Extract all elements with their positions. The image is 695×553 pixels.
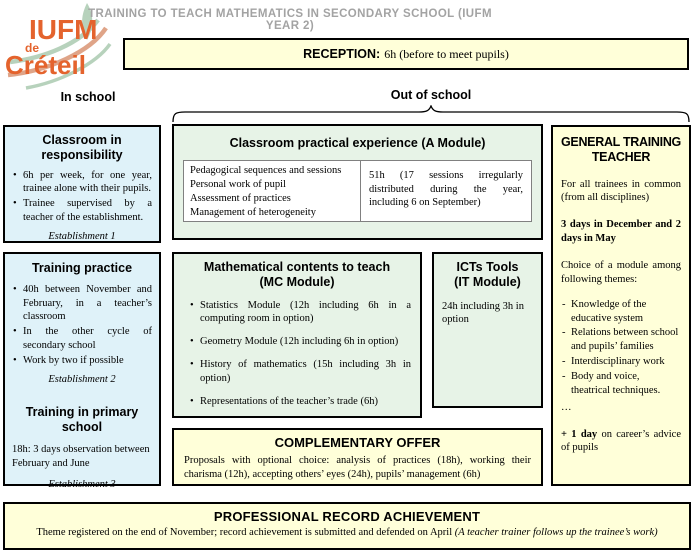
general-training-p3: Choice of a module among following theme… [561,259,681,285]
general-training-title-line1: GENERAL TRAINING [561,135,681,149]
general-training-box: GENERAL TRAINING TEACHER For all trainee… [551,125,691,486]
it-module-text: 24h including 3h in option [442,300,524,326]
a-module-topics-cell: Pedagogical sequences and sessions Perso… [184,160,361,221]
a-module-table: Pedagogical sequences and sessions Perso… [183,159,532,222]
reception-label: RECEPTION: [303,47,381,61]
mc-module-title-line1: Mathematical contents to teach [203,260,391,274]
list-item: 40h between November and February, in a … [12,283,152,325]
logo-text-iufm: IUFM [29,14,97,45]
training-practice-title: Training practice [31,261,133,275]
list-item: Representations of the teacher’s trade (… [183,395,411,409]
a-module-box: Classroom practical experience (A Module… [172,124,543,240]
a-module-topic: Pedagogical sequences and sessions [190,164,342,176]
logo-swoosh-green-upper [9,18,100,65]
professional-record-title: PROFESSIONAL RECORD ACHIEVEMENT [213,509,481,524]
a-module-title: Classroom practical experience (A Module… [229,136,486,150]
a-module-topic: Management of heterogeneity [190,207,316,219]
out-of-school-label: Out of school [390,88,472,102]
list-item: Work by two if possible [12,354,152,368]
mc-module-title-line2: (MC Module) [259,274,335,289]
general-training-p1: For all trainees in common (from all dis… [561,178,681,204]
list-item: Body and voice, theatrical techniques. [561,370,681,398]
complementary-offer-box: COMPLEMENTARY OFFER Proposals with optio… [172,428,543,486]
general-training-title-line2: TEACHER [591,149,651,164]
training-practice-box: Training practice 40h between November a… [3,252,161,490]
it-module-box: ICTs Tools (IT Module) 24h including 3h … [432,252,543,408]
complementary-offer-text: Proposals with optional choice: analysis… [184,455,531,481]
logo-swoosh-green-lower [25,42,112,90]
page-title: TRAINING TO TEACH MATHEMATICS IN SECONDA… [88,8,492,32]
it-module-title-line1: ICTs Tools [456,260,519,274]
list-item: 6h per week, for one year, trainee alone… [12,169,152,197]
reception-banner: RECEPTION: 6h (before to meet pupils) [123,38,689,70]
list-item: Interdisciplinary work [561,355,681,369]
iufm-creteil-logo: IUFM de Créteil [4,2,118,92]
logo-text-de: de [25,41,39,55]
in-school-label: In school [60,90,116,104]
a-module-hours-cell: 51h (17 sessions irregularly distributed… [368,169,523,209]
a-module-topic: Personal work of pupil [190,178,286,190]
a-module-topic: Assessment of practices [190,193,291,205]
general-training-p4-bold: + 1 day [561,428,598,440]
ellipsis-text: … [561,401,572,413]
it-module-title-line2: (IT Module) [454,274,521,289]
complementary-offer-title: COMPLEMENTARY OFFER [274,435,441,450]
mc-module-box: Mathematical contents to teach (MC Modul… [172,252,422,418]
primary-school-text: 18h: 3 days observation between February… [12,444,150,470]
training-primary-school-title: Training in primary school [25,404,139,434]
list-item: In the other cycle of secondary school [12,325,152,353]
list-item: Statistics Module (12h including 6h in a… [183,299,411,327]
classroom-responsibility-title: Classroom in responsibility [41,133,123,162]
professional-record-text-italic: (A teacher trainer follows up the traine… [454,527,658,538]
general-training-p2: 3 days in December and 2 days in May [561,219,681,245]
list-item: Relations between school and pupils’ fam… [561,326,681,354]
professional-record-text: Theme registered on the end of November;… [36,527,455,538]
classroom-responsibility-box: Classroom in responsibility 6h per week,… [3,125,161,243]
establishment-2-label: Establishment 2 [48,373,116,385]
establishment-1-label: Establishment 1 [48,230,116,242]
list-item: History of mathematics (15h including 3h… [183,358,411,386]
logo-text-creteil: Créteil [5,50,86,80]
reception-text: 6h (before to meet pupils) [384,46,509,61]
list-item: Knowledge of the educative system [561,298,681,326]
out-of-school-brace [172,105,690,123]
general-training-p4-rest: on career’s advice of pupils [561,428,681,454]
list-item: Geometry Module (12h including 6h in opt… [183,335,411,349]
logo-swoosh-salmon [7,26,108,78]
establishment-3-label: Establishment 3 [48,479,116,491]
list-item: Trainee supervised by a teacher of the e… [12,197,152,225]
logo-graphic: IUFM de Créteil [5,3,112,90]
professional-record-box: PROFESSIONAL RECORD ACHIEVEMENT Theme re… [3,502,691,550]
